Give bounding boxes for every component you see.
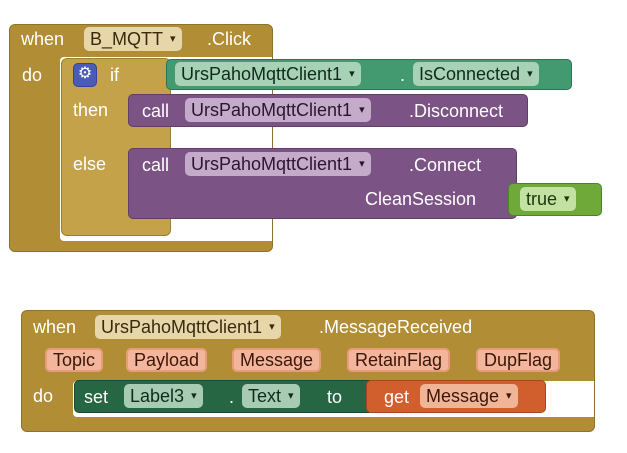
param-name: Message bbox=[240, 350, 314, 370]
set-label: set bbox=[84, 387, 109, 407]
chevron-down-icon: ▾ bbox=[288, 390, 294, 402]
component-dropdown-disconnect[interactable]: UrsPahoMqttClient1 ▾ bbox=[185, 98, 371, 122]
param-name: Topic bbox=[53, 350, 96, 370]
boolean-value: true bbox=[526, 189, 558, 209]
property-dot: . bbox=[400, 65, 406, 85]
event-name-label: .MessageReceived bbox=[319, 317, 473, 337]
chevron-down-icon: ▾ bbox=[170, 33, 176, 45]
property-name: IsConnected bbox=[419, 64, 521, 84]
to-label: to bbox=[327, 387, 343, 407]
component-name: Label3 bbox=[130, 386, 185, 406]
do-label: do bbox=[22, 65, 43, 85]
gear-icon[interactable]: ⚙ bbox=[73, 63, 97, 87]
if-label: if bbox=[110, 65, 119, 85]
chevron-down-icon: ▾ bbox=[564, 193, 570, 205]
chevron-down-icon: ▾ bbox=[527, 68, 533, 80]
component-dropdown-connect[interactable]: UrsPahoMqttClient1 ▾ bbox=[185, 152, 371, 176]
property-name: Text bbox=[248, 386, 282, 406]
chevron-down-icon: ▾ bbox=[359, 158, 365, 170]
param-message[interactable]: Message bbox=[232, 348, 322, 372]
chevron-down-icon: ▾ bbox=[506, 390, 512, 402]
call-label: call bbox=[142, 155, 170, 175]
variable-dropdown-message[interactable]: Message ▾ bbox=[420, 384, 518, 408]
param-retain-flag[interactable]: RetainFlag bbox=[347, 348, 451, 372]
when-label: when bbox=[21, 29, 65, 49]
component-dropdown-b-mqtt[interactable]: B_MQTT ▾ bbox=[84, 27, 182, 51]
component-name: UrsPahoMqttClient1 bbox=[191, 154, 353, 174]
chevron-down-icon: ▾ bbox=[269, 321, 275, 333]
chevron-down-icon: ▾ bbox=[191, 390, 197, 402]
method-name: .Disconnect bbox=[409, 101, 504, 121]
component-dropdown-message-received[interactable]: UrsPahoMqttClient1 ▾ bbox=[95, 315, 281, 339]
component-dropdown-condition[interactable]: UrsPahoMqttClient1 ▾ bbox=[175, 62, 361, 86]
property-dropdown-is-connected[interactable]: IsConnected ▾ bbox=[413, 62, 539, 86]
param-dup-flag[interactable]: DupFlag bbox=[476, 348, 561, 372]
method-name: .Connect bbox=[409, 155, 482, 175]
when-label: when bbox=[33, 317, 77, 337]
param-name: RetainFlag bbox=[355, 350, 443, 370]
property-dropdown-text[interactable]: Text ▾ bbox=[242, 384, 300, 408]
param-name: Payload bbox=[134, 350, 200, 370]
component-dropdown-label3[interactable]: Label3 ▾ bbox=[124, 384, 203, 408]
param-name: DupFlag bbox=[484, 350, 553, 370]
else-label: else bbox=[73, 154, 107, 174]
then-label: then bbox=[73, 100, 109, 120]
variable-name: Message bbox=[426, 386, 500, 406]
component-name: UrsPahoMqttClient1 bbox=[101, 317, 263, 337]
call-label: call bbox=[142, 101, 170, 121]
param-label-clean-session: CleanSession bbox=[365, 189, 477, 209]
chevron-down-icon: ▾ bbox=[349, 68, 355, 80]
property-dot: . bbox=[229, 387, 235, 407]
component-name: B_MQTT bbox=[90, 29, 164, 49]
get-label: get bbox=[384, 387, 410, 407]
do-label: do bbox=[33, 386, 54, 406]
param-payload[interactable]: Payload bbox=[126, 348, 208, 372]
component-name: UrsPahoMqttClient1 bbox=[191, 100, 353, 120]
chevron-down-icon: ▾ bbox=[359, 104, 365, 116]
param-topic[interactable]: Topic bbox=[45, 348, 104, 372]
event-name-label: .Click bbox=[207, 29, 251, 49]
boolean-dropdown[interactable]: true ▾ bbox=[520, 187, 576, 211]
component-name: UrsPahoMqttClient1 bbox=[181, 64, 343, 84]
